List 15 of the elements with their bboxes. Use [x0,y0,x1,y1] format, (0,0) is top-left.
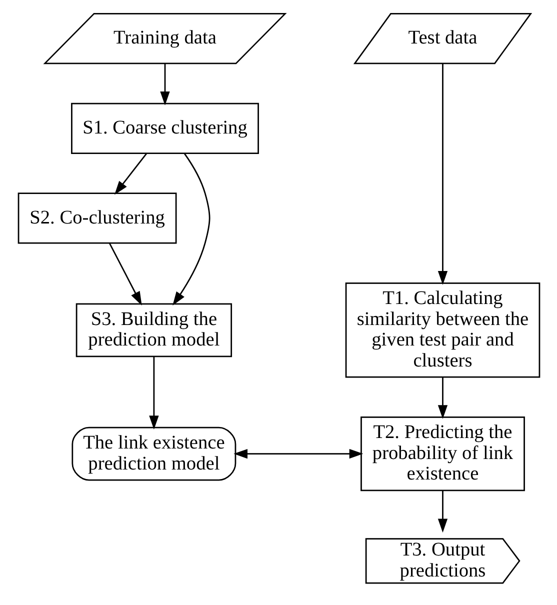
node-box: T2. Predicting the probability of link existence [360,416,524,492]
node-box: S1. Coarse clustering [70,102,258,154]
arrow [233,448,363,459]
arrow [437,377,448,419]
node-box: T1. Calculating similarity between the given test pair and clusters [344,282,540,378]
node-box: S3. Building the prediction model [75,303,232,358]
arrow [172,153,210,306]
node-box: S2. Co-clustering [17,192,176,244]
arrow [437,64,448,285]
arrow [148,356,158,430]
node-box: The link existence prediction model [71,426,236,481]
arrow [114,153,147,195]
arrow [108,242,142,306]
arrow [160,64,170,106]
arrow [437,490,448,533]
